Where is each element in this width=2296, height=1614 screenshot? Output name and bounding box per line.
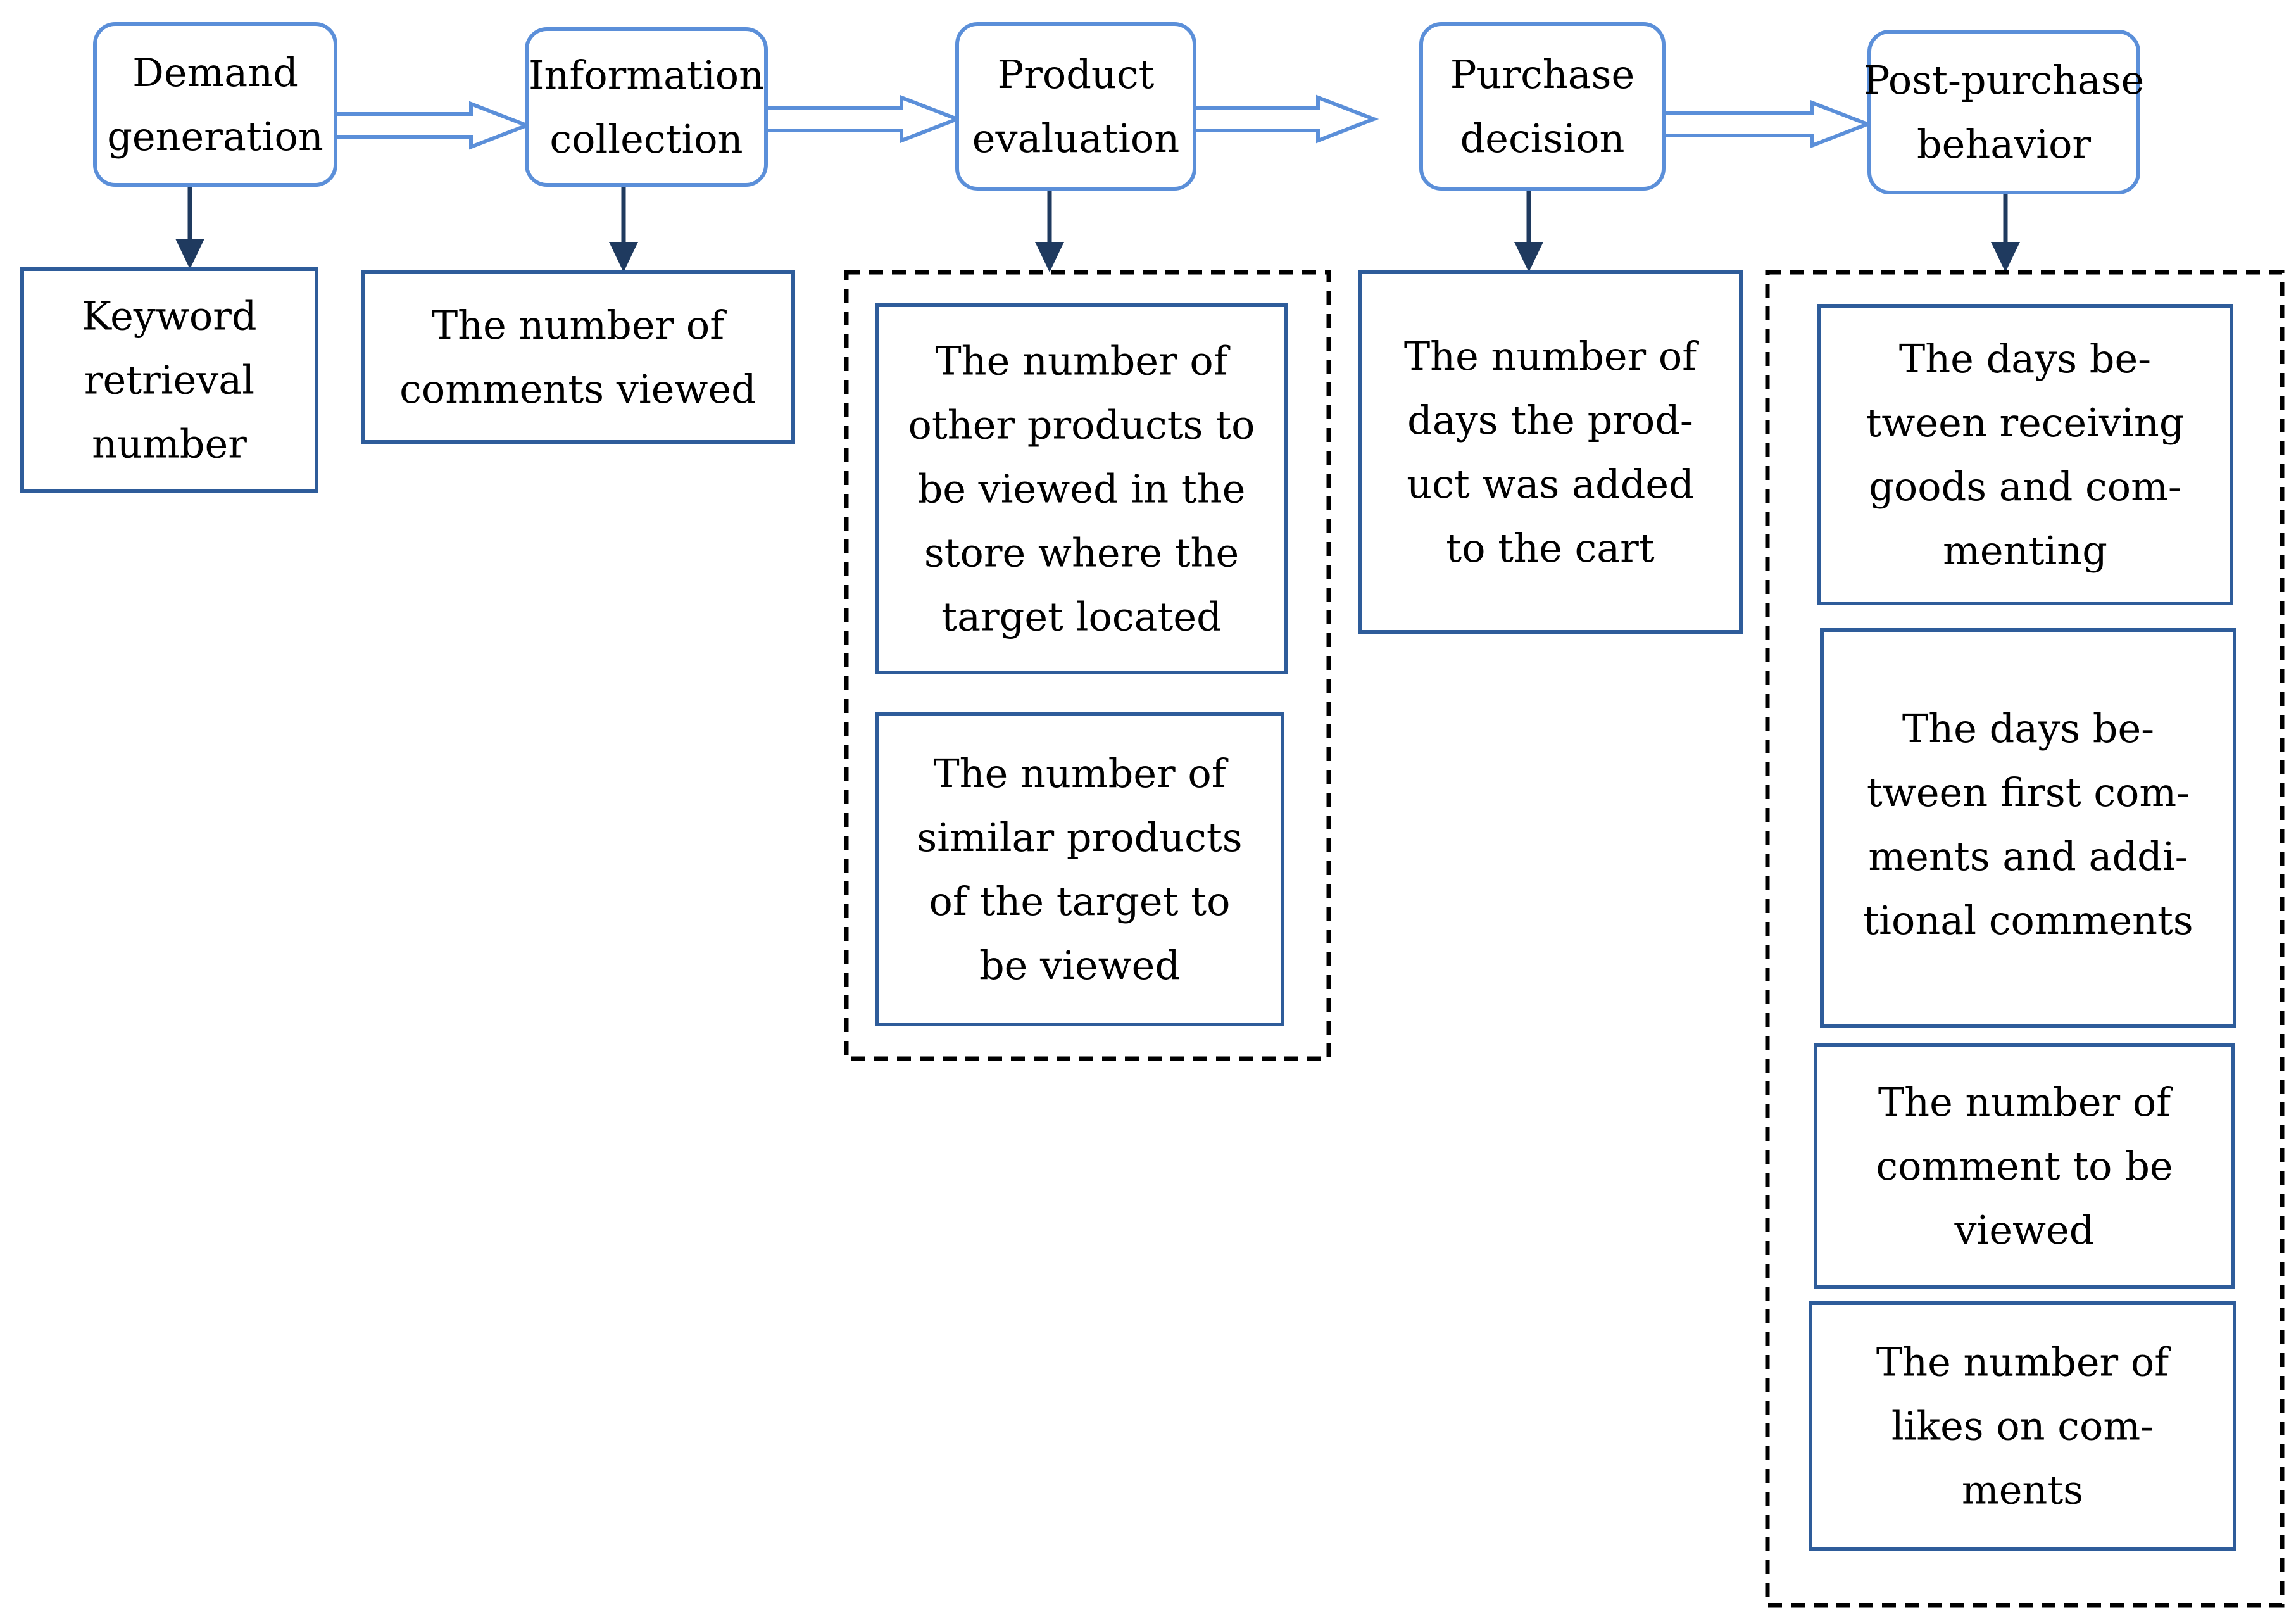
down-arrow-3 (1035, 189, 1064, 272)
stage-demand-generation-label-line-1: Demand (132, 49, 298, 96)
indicator-other-products-viewed-box (875, 303, 1288, 674)
indicator-other-products-viewed-label-line-1: The number of (935, 338, 1230, 384)
down-arrow-1 (175, 185, 204, 269)
indicator-days-added-to-cart: The number of days the prod-uct was added… (1358, 270, 1743, 634)
stage-demand-generation-box (93, 22, 337, 187)
flow-arrow-3 (1195, 94, 1379, 144)
indicator-likes-on-comments: The number of likes on com-ments (1809, 1301, 2236, 1551)
flow-arrow-4 (1664, 99, 1873, 149)
stage-product-evaluation-label-line-2: evaluation (972, 115, 1179, 161)
stage-post-purchase-behavior-box (1867, 30, 2140, 194)
stage-post-purchase-behavior-label-line-1: Post-purchase (1864, 57, 2145, 103)
indicator-likes-on-comments-label-line-2: likes on com- (1891, 1403, 2154, 1449)
stage-product-evaluation-label-line-1: Product (998, 51, 1155, 98)
indicator-days-first-to-additional-comments-box (1820, 628, 2236, 1028)
indicator-similar-products-viewed-box (875, 712, 1284, 1026)
product-evaluation-indicator-group (844, 270, 1331, 1061)
indicator-days-receiving-to-commenting-label-line-3: goods and com- (1869, 463, 2181, 510)
indicator-days-added-to-cart-label-line-2: days the prod- (1407, 397, 1693, 443)
indicator-days-receiving-to-commenting-label-line-2: tween receiving (1866, 400, 2184, 446)
indicator-keyword-retrieval-number-label-line-3: number (92, 421, 247, 467)
indicator-days-first-to-additional-comments-label-line-3: ments and addi- (1868, 833, 2188, 880)
stage-information-collection: Information collection (525, 27, 768, 187)
indicator-similar-products-viewed: The number of similar products of the targ… (875, 712, 1284, 1026)
stage-product-evaluation-box (955, 22, 1196, 191)
indicator-days-first-to-additional-comments-label-line-2: tween first com- (1867, 769, 2190, 816)
down-arrow-4 (1514, 189, 1543, 272)
indicator-comment-viewed-count-label-line-2: comment to be (1876, 1143, 2173, 1189)
stage-purchase-decision-label-line-2: decision (1460, 115, 1625, 161)
stage-demand-generation: Demand generation (93, 22, 337, 187)
indicator-other-products-viewed-label-line-2: other products to (908, 402, 1255, 448)
indicator-similar-products-viewed-label-line-2: similar products (917, 814, 1242, 861)
indicator-days-receiving-to-commenting-label-line-4: menting (1943, 527, 2107, 574)
indicator-likes-on-comments-box (1809, 1301, 2236, 1551)
indicator-other-products-viewed-label-line-5: target located (941, 594, 1222, 640)
indicator-days-first-to-additional-comments-label-line-4: tional comments (1863, 897, 2193, 943)
flow-arrow-1 (336, 101, 532, 150)
indicator-days-receiving-to-commenting: The days be-tween receiving goods and com… (1817, 304, 2233, 605)
stage-purchase-decision-box (1419, 22, 1666, 191)
stage-demand-generation-label-line-2: generation (107, 113, 323, 160)
indicator-days-first-to-additional-comments: The days be-tween first com-ments and ad… (1820, 628, 2236, 1028)
indicator-days-added-to-cart-box (1358, 270, 1743, 634)
indicator-similar-products-viewed-label-line-1: The number of (933, 750, 1228, 797)
indicator-days-added-to-cart-label-line-1: The number of (1404, 333, 1699, 379)
indicator-likes-on-comments-label-line-1: The number of (1876, 1339, 2171, 1385)
indicator-likes-on-comments-label-line-3: ments (1962, 1467, 2083, 1513)
indicator-similar-products-viewed-label-line-4: be viewed (979, 942, 1180, 988)
indicator-keyword-retrieval-number-box (20, 267, 318, 493)
indicator-comment-viewed-count-label-line-3: viewed (1954, 1207, 2095, 1253)
indicator-comment-viewed-count: The number of comment to be viewed (1814, 1043, 2235, 1289)
stage-post-purchase-behavior: Post-purchase behavior (1864, 30, 2145, 194)
indicator-similar-products-viewed-label-line-3: of the target to (929, 878, 1231, 924)
indicator-days-first-to-additional-comments-label-line-1: The days be- (1902, 705, 2154, 752)
indicator-comment-viewed-count-label-line-1: The number of (1878, 1079, 2173, 1125)
indicator-comments-viewed-label-line-1: The number of (432, 302, 727, 348)
indicator-comments-viewed-label-line-2: comments viewed (399, 366, 756, 412)
indicator-days-added-to-cart-label-line-4: to the cart (1446, 525, 1655, 571)
indicator-comment-viewed-count-box (1814, 1043, 2235, 1289)
indicator-keyword-retrieval-number: Keyword retrieval number (20, 267, 318, 493)
indicator-comments-viewed-box (361, 270, 795, 444)
down-arrow-2 (609, 185, 638, 272)
indicator-days-receiving-to-commenting-label-line-1: The days be- (1899, 336, 2151, 382)
post-purchase-indicator-group (1765, 270, 2285, 1608)
stage-product-evaluation: Product evaluation (955, 22, 1196, 191)
indicator-other-products-viewed-label-line-3: be viewed in the (918, 466, 1246, 512)
stage-purchase-decision: Purchase decision (1419, 22, 1666, 191)
indicator-other-products-viewed-label-line-4: store where the (924, 530, 1239, 576)
stage-purchase-decision-label-line-1: Purchase (1450, 51, 1634, 98)
stage-information-collection-label-line-1: Information (529, 52, 764, 98)
indicator-keyword-retrieval-number-label-line-1: Keyword (82, 293, 256, 339)
stage-post-purchase-behavior-label-line-2: behavior (1917, 121, 2091, 167)
indicator-other-products-viewed: The number of other products to be viewed … (875, 303, 1288, 674)
indicator-keyword-retrieval-number-label-line-2: retrieval (84, 357, 254, 403)
stage-information-collection-box (525, 27, 768, 187)
indicator-days-receiving-to-commenting-box (1817, 304, 2233, 605)
stage-information-collection-label-line-2: collection (549, 116, 743, 162)
indicator-comments-viewed: The number of comments viewed (361, 270, 795, 444)
flow-arrow-2 (766, 94, 963, 144)
indicator-days-added-to-cart-label-line-3: uct was added (1407, 461, 1694, 507)
down-arrow-5 (1991, 192, 2020, 272)
